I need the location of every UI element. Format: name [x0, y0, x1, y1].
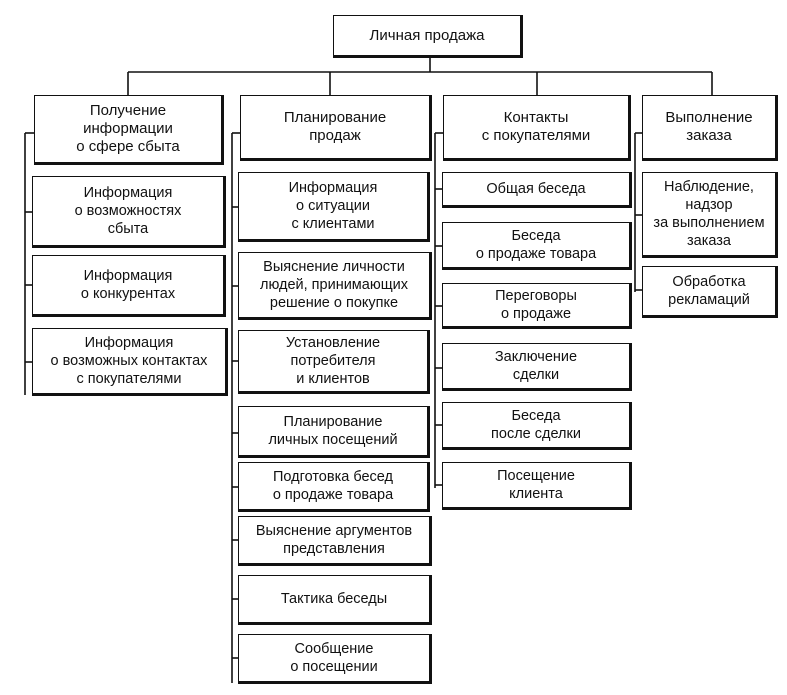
column-2-item: Выяснение личности людей, принимающих ре… — [238, 252, 432, 320]
root-box: Личная продажа — [333, 15, 523, 58]
column-1-item: Информация о возможных контактах с покуп… — [32, 328, 228, 396]
column-2-item: Планирование личных посещений — [238, 406, 430, 458]
column-4-header: Выполнение заказа — [642, 95, 778, 161]
column-3-item: Общая беседа — [442, 172, 632, 208]
column-2-item: Тактика беседы — [238, 575, 432, 625]
column-3-item: Беседа о продаже товара — [442, 222, 632, 270]
column-4-item: Обработка рекламаций — [642, 266, 778, 318]
column-3-header: Контакты с покупателями — [443, 95, 631, 161]
column-2-item: Подготовка бесед о продаже товара — [238, 462, 430, 512]
column-1-header: Получение информации о сфере сбыта — [34, 95, 224, 165]
column-3-item: Переговоры о продаже — [442, 283, 632, 329]
column-2-header: Планирование продаж — [240, 95, 432, 161]
column-2-item: Сообщение о посещении — [238, 634, 432, 684]
column-1-item: Информация о конкурентах — [32, 255, 226, 317]
column-2-item: Информация о ситуации с клиентами — [238, 172, 430, 242]
column-4-item: Наблюдение, надзор за выполнением заказа — [642, 172, 778, 258]
column-3-item: Посещение клиента — [442, 462, 632, 510]
column-2-item: Установление потребителя и клиентов — [238, 330, 430, 394]
column-1-item: Информация о возможностях сбыта — [32, 176, 226, 248]
column-2-item: Выяснение аргументов представления — [238, 516, 432, 566]
column-3-item: Заключение сделки — [442, 343, 632, 391]
column-3-item: Беседа после сделки — [442, 402, 632, 450]
